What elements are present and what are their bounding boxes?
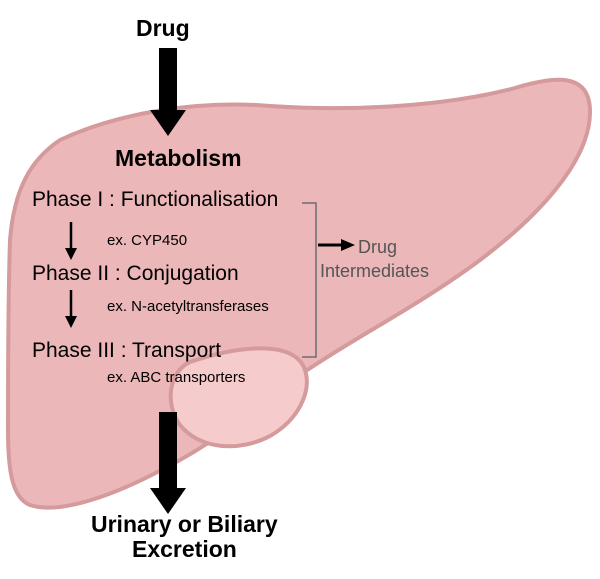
phase-arrow-1 [65, 222, 77, 260]
output-label-line1: Urinary or Biliary [91, 511, 278, 537]
phase-1-example: ex. CYP450 [107, 232, 188, 249]
liver-shape [5, 77, 593, 510]
phase-3-name: Phase III : Transport [32, 339, 222, 362]
output-label-line2: Excretion [132, 536, 237, 562]
phase-arrow-2 [65, 290, 77, 328]
phase-bracket [302, 202, 317, 358]
phase-2-example: ex. N-acetyltransferases [107, 298, 269, 315]
intermediates-label-line1: Drug [358, 237, 398, 257]
phase-1-name: Phase I : Functionalisation [32, 188, 279, 211]
gallbladder-shape [168, 346, 309, 449]
input-label: Drug [136, 15, 190, 41]
phase-2-name: Phase II : Conjugation [32, 262, 239, 285]
intermediates-arrow [318, 239, 355, 251]
process-title: Metabolism [115, 145, 242, 171]
phase-3-example: ex. ABC transporters [107, 369, 246, 386]
output-arrow [150, 412, 186, 514]
intermediates-label-line2: Intermediates [320, 261, 430, 281]
input-arrow [150, 48, 186, 136]
